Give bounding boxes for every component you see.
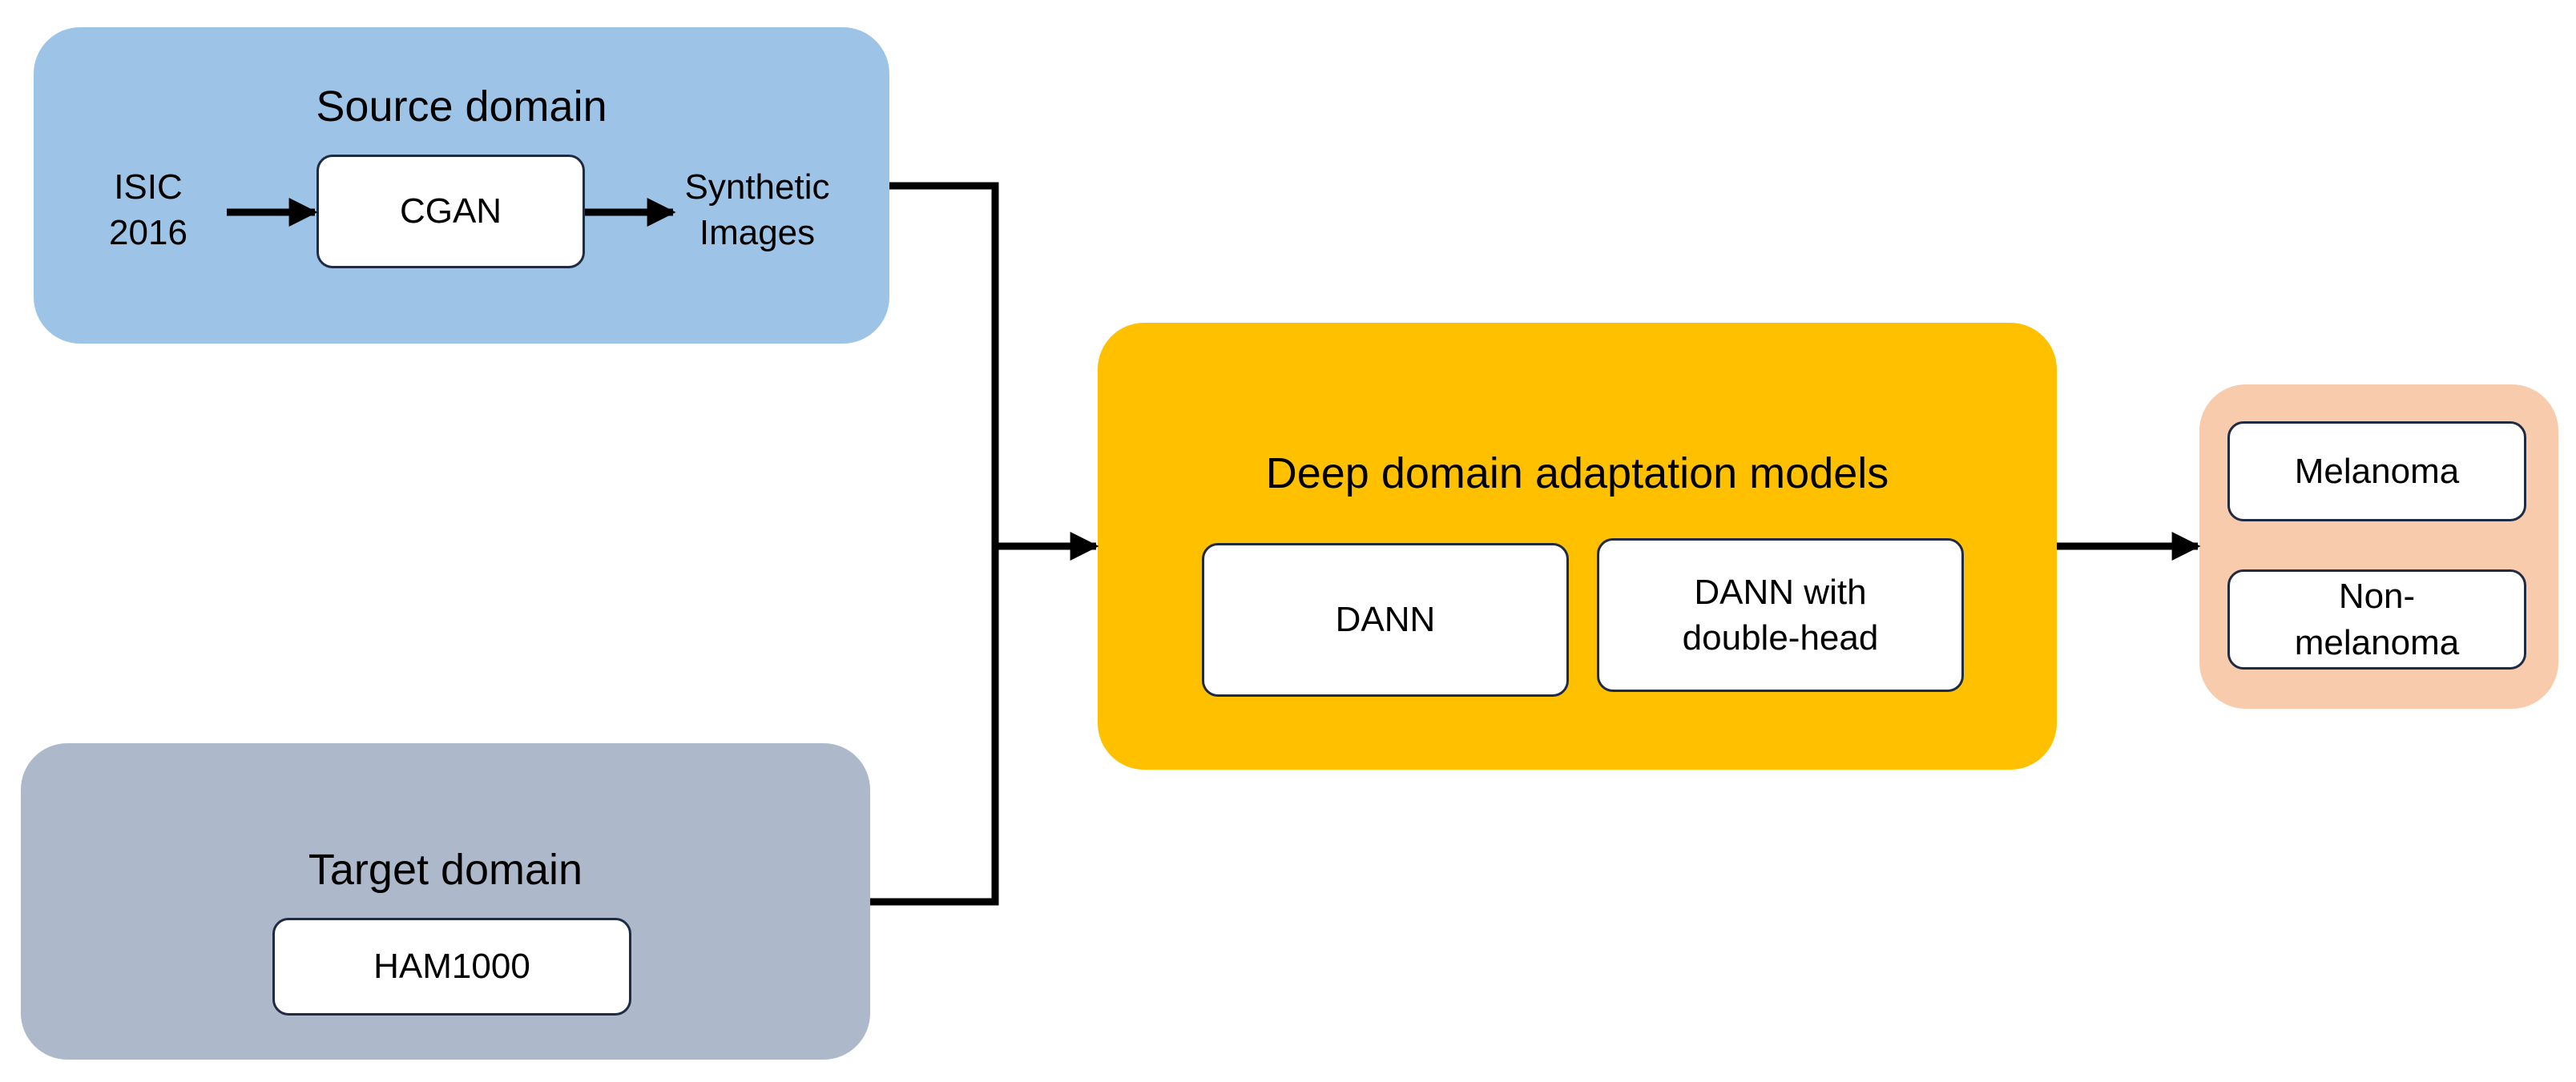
synthetic-images-label: Synthetic Images <box>684 167 830 253</box>
models-title: Deep domain adaptation models <box>1265 449 1889 497</box>
dann-box: DANN <box>1202 543 1569 697</box>
isic-2016-label: ISIC 2016 <box>109 167 187 253</box>
target-connector-line <box>870 545 999 906</box>
melanoma-box: Melanoma <box>2227 421 2526 521</box>
ham1000-box: HAM1000 <box>272 918 631 1016</box>
cgan-box: CGAN <box>316 155 585 268</box>
non-melanoma-box: Non- melanoma <box>2227 569 2526 670</box>
target-domain-title: Target domain <box>308 846 583 894</box>
dann-double-head-box: DANN with double-head <box>1597 538 1964 692</box>
source-connector-line <box>889 182 999 545</box>
source-domain-title: Source domain <box>316 82 607 131</box>
